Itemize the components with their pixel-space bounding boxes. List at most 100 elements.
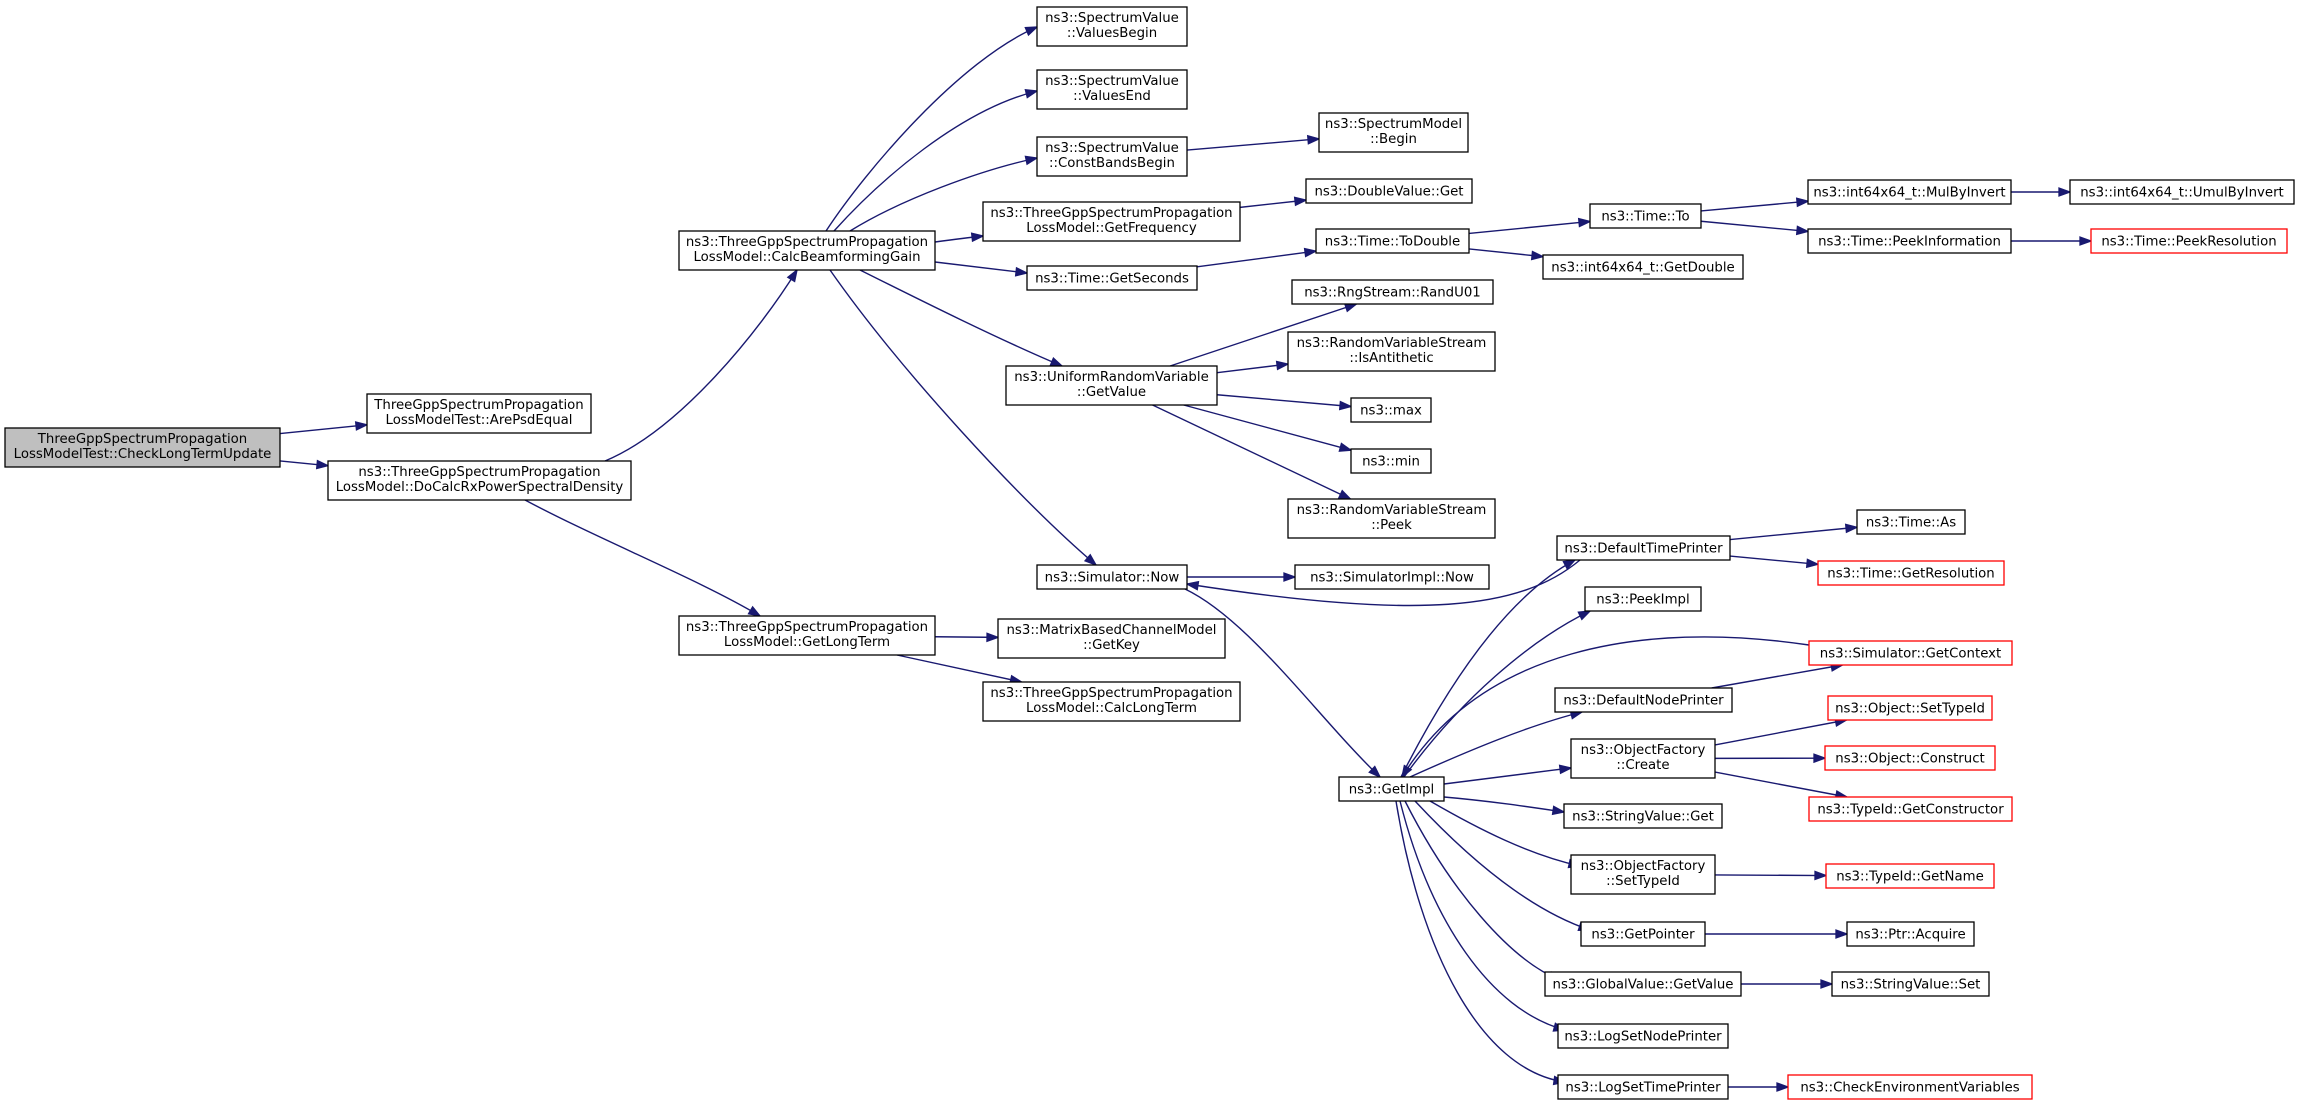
- node-box: [1570, 854, 1716, 895]
- node-box: [1305, 178, 1473, 204]
- node-values-end[interactable]: ns3::SpectrumValue::ValuesEnd: [1036, 69, 1188, 110]
- node-label-line: ::GetKey: [1083, 638, 1140, 653]
- edge-getImpl-to-logSetNodePrinter: [1399, 800, 1567, 1032]
- node-min[interactable]: ns3::min: [1350, 448, 1432, 474]
- node-label-line: LossModel::GetFrequency: [1026, 221, 1197, 236]
- node-set-type-id[interactable]: ns3::Object::SetTypeId: [1827, 695, 1993, 721]
- node-get-constructor[interactable]: ns3::TypeId::GetConstructor: [1808, 796, 2013, 822]
- node-get-long-term[interactable]: ns3::ThreeGppSpectrumPropagationLossMode…: [678, 615, 936, 656]
- edge-simulatorNow-to-getImpl: [1184, 588, 1382, 779]
- node-peek-impl[interactable]: ns3::PeekImpl: [1584, 586, 1702, 612]
- node-box: [1005, 365, 1218, 406]
- node-peek-resolution[interactable]: ns3::Time::PeekResolution: [2090, 228, 2288, 254]
- node-get-seconds[interactable]: ns3::Time::GetSeconds: [1026, 265, 1198, 291]
- node-default-time-printer[interactable]: ns3::DefaultTimePrinter: [1556, 535, 1731, 561]
- node-label-line: ns3::SpectrumValue: [1045, 74, 1179, 89]
- node-label-line: ns3::GetImpl: [1349, 783, 1434, 798]
- node-construct[interactable]: ns3::Object::Construct: [1824, 745, 1996, 771]
- edge-doCalcRx-to-calcBeamforming: [604, 268, 798, 462]
- node-label-line: ns3::ObjectFactory: [1581, 743, 1706, 758]
- node-box: [1787, 1074, 2033, 1100]
- node-check-env-vars[interactable]: ns3::CheckEnvironmentVariables: [1787, 1074, 2033, 1100]
- node-label-line: ::SetTypeId: [1606, 874, 1680, 889]
- node-box: [1350, 397, 1432, 423]
- node-box: [1580, 921, 1706, 947]
- node-do-calc-rx[interactable]: ns3::ThreeGppSpectrumPropagationLossMode…: [327, 460, 632, 501]
- node-box: [1856, 509, 1966, 535]
- node-calc-long-term[interactable]: ns3::ThreeGppSpectrumPropagationLossMode…: [982, 681, 1241, 722]
- node-int64-get-double[interactable]: ns3::int64x64_t::GetDouble: [1542, 254, 1744, 280]
- node-box: [1557, 1023, 1729, 1049]
- node-label-line: ::Begin: [1370, 132, 1417, 147]
- node-peek[interactable]: ns3::RandomVariableStream::Peek: [1287, 498, 1496, 539]
- node-box: [1556, 535, 1731, 561]
- edge-getLongTerm-to-getKey: [934, 632, 1000, 643]
- node-are-psd-equal[interactable]: ThreeGppSpectrumPropagationLossModelTest…: [366, 393, 592, 434]
- node-get-context[interactable]: ns3::Simulator::GetContext: [1808, 640, 2013, 666]
- node-label-line: ::ValuesBegin: [1067, 26, 1157, 41]
- node-mul-by-invert[interactable]: ns3::int64x64_t::MulByInvert: [1807, 179, 2012, 205]
- node-get-key[interactable]: ns3::MatrixBasedChannelModel::GetKey: [997, 618, 1226, 659]
- node-get-resolution[interactable]: ns3::Time::GetResolution: [1817, 560, 2005, 586]
- node-uniform-get-value[interactable]: ns3::UniformRandomVariable::GetValue: [1005, 365, 1218, 406]
- node-peek-information[interactable]: ns3::Time::PeekInformation: [1807, 228, 2012, 254]
- node-label-line: ns3::Time::As: [1866, 516, 1956, 531]
- node-box: [1557, 1074, 1729, 1100]
- edge-timeToDouble-to-timeTo: [1468, 217, 1592, 235]
- node-get-impl[interactable]: ns3::GetImpl: [1338, 776, 1445, 802]
- node-label-line: ns3::SpectrumValue: [1045, 11, 1179, 26]
- node-default-node-printer[interactable]: ns3::DefaultNodePrinter: [1554, 687, 1733, 713]
- node-log-set-time-printer[interactable]: ns3::LogSetTimePrinter: [1557, 1074, 1729, 1100]
- edge-mulByInvert-to-umulByInvert: [2011, 187, 2072, 197]
- node-root[interactable]: ThreeGppSpectrumPropagationLossModelTest…: [4, 427, 281, 468]
- node-label-line: ThreeGppSpectrumPropagation: [373, 398, 583, 413]
- node-label-line: ns3::GlobalValue::GetValue: [1553, 978, 1734, 993]
- node-max[interactable]: ns3::max: [1350, 397, 1432, 423]
- node-label-line: ns3::Time::To: [1601, 210, 1689, 225]
- node-is-antithetic[interactable]: ns3::RandomVariableStream::IsAntithetic: [1287, 331, 1496, 372]
- node-label-line: ::Peek: [1371, 518, 1412, 533]
- node-spectrum-model-begin[interactable]: ns3::SpectrumModel::Begin: [1318, 112, 1469, 153]
- node-label-line: ::Create: [1616, 758, 1669, 773]
- node-get-pointer[interactable]: ns3::GetPointer: [1580, 921, 1706, 947]
- node-sim-impl-now[interactable]: ns3::SimulatorImpl::Now: [1294, 564, 1490, 590]
- edge-getImpl-to-objFactoryCreate: [1443, 764, 1573, 785]
- node-box: [1544, 971, 1742, 997]
- node-label-line: ns3::StringValue::Set: [1841, 978, 1981, 993]
- node-box: [997, 618, 1226, 659]
- node-get-frequency[interactable]: ns3::ThreeGppSpectrumPropagationLossMode…: [982, 201, 1241, 242]
- node-ptr-acquire[interactable]: ns3::Ptr::Acquire: [1846, 921, 1975, 947]
- edge-timeToDouble-to-int64GetDouble: [1468, 248, 1545, 261]
- node-const-bands-begin[interactable]: ns3::SpectrumValue::ConstBandsBegin: [1036, 136, 1188, 177]
- node-rand-u01[interactable]: ns3::RngStream::RandU01: [1291, 279, 1494, 305]
- edge-logSetTimePrinter-to-checkEnvVars: [1728, 1082, 1790, 1092]
- node-box: [1036, 136, 1188, 177]
- node-umul-by-invert[interactable]: ns3::int64x64_t::UmulByInvert: [2069, 179, 2295, 205]
- node-double-value-get[interactable]: ns3::DoubleValue::Get: [1305, 178, 1473, 204]
- node-label-line: ns3::TypeId::GetConstructor: [1817, 803, 2004, 818]
- node-log-set-node-printer[interactable]: ns3::LogSetNodePrinter: [1557, 1023, 1729, 1049]
- node-obj-factory-set-type-id[interactable]: ns3::ObjectFactory::SetTypeId: [1570, 854, 1716, 895]
- edge-calcBeamforming-to-valuesBegin: [825, 26, 1039, 232]
- node-label-line: ::GetValue: [1077, 385, 1146, 400]
- node-label-line: ns3::ObjectFactory: [1581, 859, 1706, 874]
- node-time-to-double[interactable]: ns3::Time::ToDouble: [1315, 228, 1470, 254]
- edge-getImpl-to-stringValueGet: [1443, 796, 1566, 816]
- node-type-id-get-name[interactable]: ns3::TypeId::GetName: [1825, 863, 1995, 889]
- node-label-line: ns3::UniformRandomVariable: [1014, 370, 1209, 385]
- node-simulator-now[interactable]: ns3::Simulator::Now: [1036, 564, 1188, 590]
- edge-getImpl-to-logSetTimePrinter: [1395, 800, 1567, 1086]
- node-time-as[interactable]: ns3::Time::As: [1856, 509, 1966, 535]
- node-time-to[interactable]: ns3::Time::To: [1589, 203, 1702, 229]
- node-obj-factory-create[interactable]: ns3::ObjectFactory::Create: [1570, 738, 1716, 779]
- node-string-value-set[interactable]: ns3::StringValue::Set: [1831, 971, 1990, 997]
- node-box: [1036, 69, 1188, 110]
- node-global-value-get-value[interactable]: ns3::GlobalValue::GetValue: [1544, 971, 1742, 997]
- node-box: [1807, 228, 2012, 254]
- node-string-value-get[interactable]: ns3::StringValue::Get: [1563, 803, 1723, 829]
- node-calc-beamforming[interactable]: ns3::ThreeGppSpectrumPropagationLossMode…: [678, 230, 936, 271]
- node-label-line: ns3::min: [1362, 455, 1420, 470]
- node-box: [678, 230, 936, 271]
- node-values-begin[interactable]: ns3::SpectrumValue::ValuesBegin: [1036, 6, 1188, 47]
